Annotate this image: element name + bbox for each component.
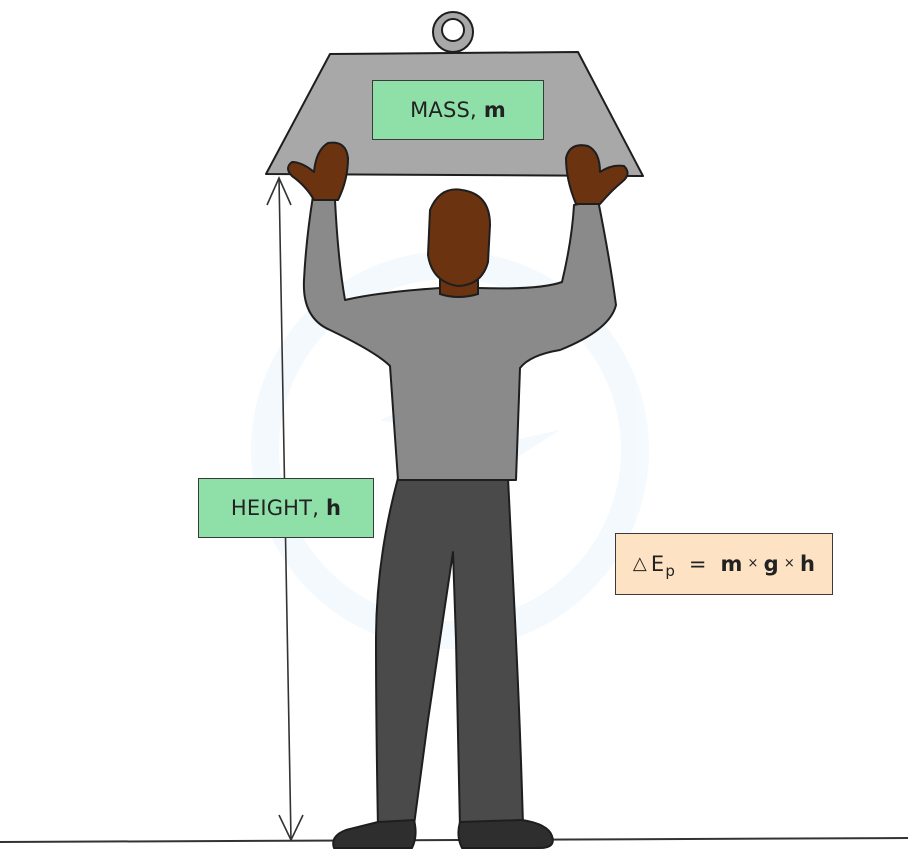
head [427,188,491,287]
ground-line [0,837,908,843]
weight-ring [432,11,474,53]
mass-label: MASS, m [372,80,544,140]
left-shoe [332,819,417,849]
mass-symbol: m [483,98,506,122]
shirt [302,195,617,481]
energy-symbol: E [650,552,665,576]
formula-height: h [799,552,816,576]
right-shoe [457,819,554,849]
delta-symbol: △ [632,552,647,574]
mass-label-text: MASS, [410,98,477,122]
right-hand [565,144,629,205]
times-sign-2: × [783,555,795,571]
equals-sign: = [688,552,707,576]
height-label-text: HEIGHT, [230,496,320,520]
formula-gravity: g [763,552,779,576]
times-sign-1: × [747,555,759,571]
trousers [375,477,524,829]
formula-mass: m [720,552,743,576]
left-hand [287,141,349,201]
height-symbol: h [325,496,342,520]
energy-subscript: p [665,562,676,580]
height-label: HEIGHT, h [198,478,374,538]
